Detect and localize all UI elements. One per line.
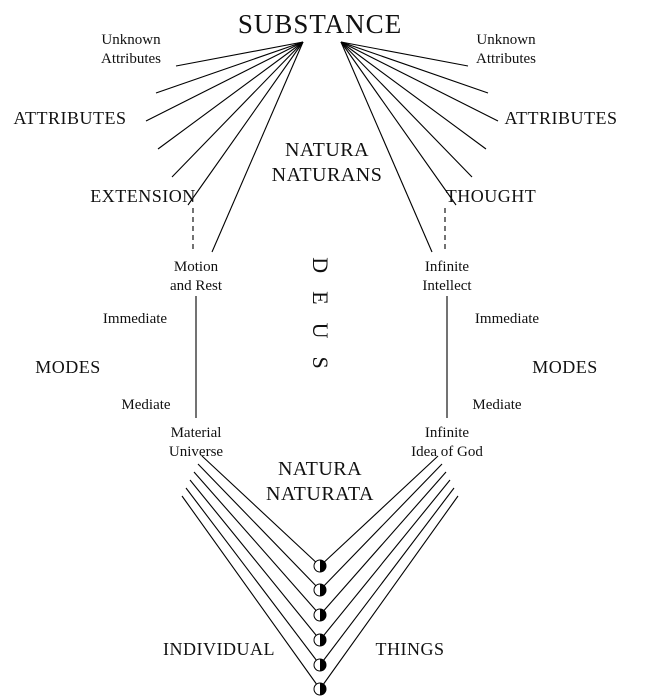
extension-label: EXTENSION: [90, 186, 196, 206]
motion-and-rest-label: Motion and Rest: [169, 259, 223, 294]
individual-thing-nodes: [313, 559, 327, 696]
thought-label: THOUGHT: [445, 186, 537, 206]
immediate-right-label: Immediate: [474, 311, 540, 327]
individual-label: INDIVIDUAL: [163, 639, 275, 659]
substance-rays-left: [145, 41, 304, 253]
infinite-idea-of-god-label: Infinite Idea of God: [411, 425, 483, 460]
things-label: THINGS: [375, 639, 445, 659]
attributes-right-label: ATTRIBUTES: [504, 108, 618, 128]
substance-rays-right: [340, 41, 499, 253]
modes-right-label: MODES: [532, 357, 598, 377]
natura-naturans-label: NATURA NATURANS: [271, 139, 383, 186]
convergence-rays-right: [319, 455, 459, 690]
mediate-right-label: Mediate: [472, 397, 522, 413]
substance-label: SUBSTANCE: [237, 9, 403, 39]
unknown-attributes-right-label: Unknown Attributes: [476, 32, 536, 67]
mediate-left-label: Mediate: [121, 397, 171, 413]
deus-label: DEUS: [308, 257, 333, 387]
convergence-rays-left: [181, 455, 321, 690]
material-universe-label: Material Universe: [168, 425, 224, 460]
unknown-attributes-left-label: Unknown Attributes: [101, 32, 161, 67]
natura-naturata-label: NATURA NATURATA: [266, 458, 374, 505]
infinite-intellect-label: Infinite Intellect: [422, 259, 472, 294]
immediate-left-label: Immediate: [102, 311, 168, 327]
attributes-left-label: ATTRIBUTES: [13, 108, 127, 128]
modes-left-label: MODES: [35, 357, 101, 377]
